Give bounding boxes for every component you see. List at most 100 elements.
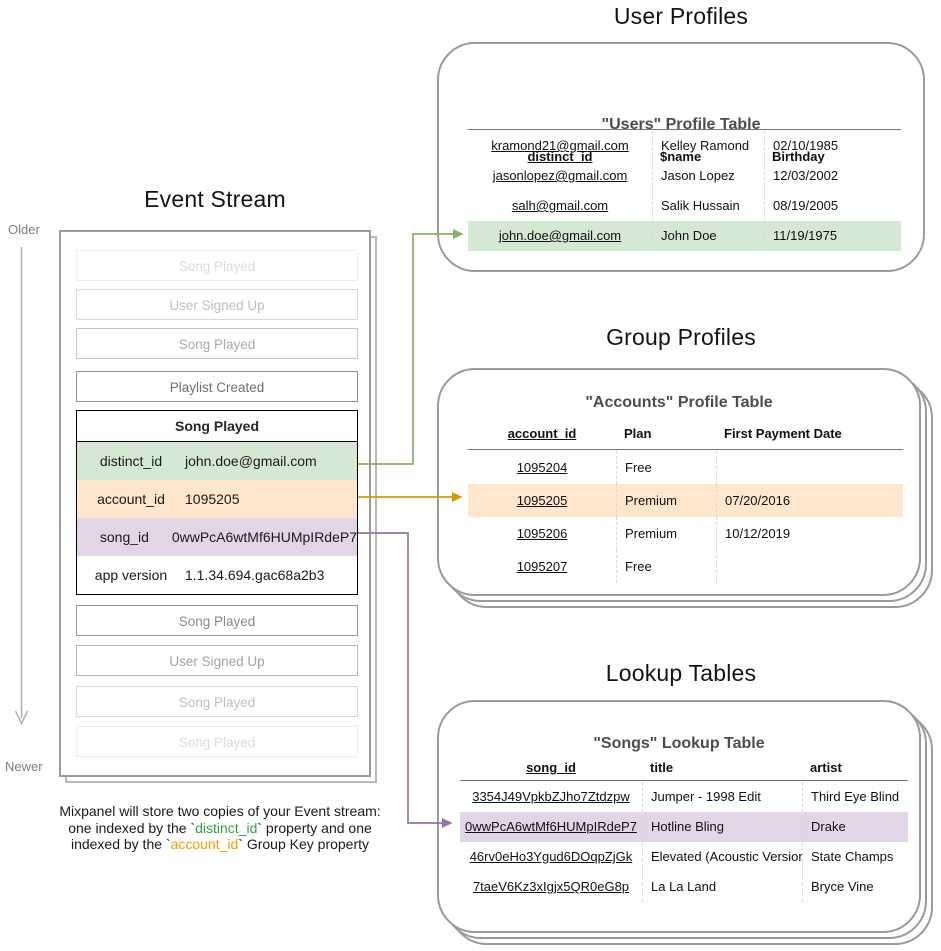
timeline-arrow [14, 247, 29, 726]
caption-line-3: indexed by the `account_id` Group Key pr… [70, 836, 370, 853]
cell-plan: Premium [616, 517, 716, 550]
event-property-row-account-id: account_id 1095205 [77, 480, 357, 518]
column-header: distinct_id [527, 149, 593, 164]
event-stream-title: Event Stream [144, 186, 286, 212]
cell-birthday: 12/03/2002 [764, 161, 901, 191]
property-value: 1.1.34.694.gac68a2b3 [185, 567, 325, 583]
property-key: song_id [99, 529, 149, 545]
cell-plan: Premium [616, 484, 716, 517]
cell-first-payment-date: 10/12/2019 [716, 517, 903, 550]
caption-line-1: Mixpanel will store two copies of your E… [59, 803, 381, 819]
column-header: account_id [507, 426, 577, 441]
cell-birthday: 08/19/2005 [764, 191, 901, 221]
cell-name: John Doe [652, 221, 764, 251]
cell-title: La La Land [642, 872, 802, 902]
property-key: account_id [97, 491, 165, 507]
cell-birthday: 02/10/1985 [764, 131, 901, 161]
songs-table-title: "Songs" Lookup Table [593, 735, 765, 752]
event-box: Song Played [76, 686, 358, 717]
accounts-table: account_id Plan First Payment Date 10952… [468, 370, 903, 598]
table-row: salh@gmail.com Salik Hussain 08/19/2005 [468, 191, 901, 221]
header-rule [460, 780, 908, 781]
cell-account-id: 1095205 [516, 493, 568, 508]
column-header: First Payment Date [724, 426, 842, 441]
cell-song-id: 46rv0eHo3Ygud6DOqpZjGk [469, 849, 633, 864]
header-rule [468, 129, 901, 130]
property-value: john.doe@gmail.com [185, 453, 317, 469]
older-label: Older [8, 222, 40, 237]
column-header: Birthday [772, 149, 825, 164]
table-row-highlighted: john.doe@gmail.com John Doe 11/19/1975 [468, 221, 901, 251]
focal-event-title: Song Played [77, 411, 357, 442]
table-row: 1095207 Free [468, 550, 903, 583]
cell-distinct-id: kramond21@gmail.com [491, 138, 629, 153]
header-rule [468, 449, 903, 450]
table-row: kramond21@gmail.com Kelley Ramond 02/10/… [468, 131, 901, 161]
cell-birthday: 11/19/1975 [764, 221, 901, 251]
cell-first-payment-date [716, 550, 903, 583]
cell-plan: Free [616, 451, 716, 484]
column-header: Plan [624, 426, 652, 441]
cell-name: Jason Lopez [652, 161, 764, 191]
event-property-row-distinct-id: distinct_id john.doe@gmail.com [77, 442, 357, 480]
event-box: Song Played [76, 605, 358, 636]
cell-title: Elevated (Acoustic Version) [642, 842, 802, 872]
table-row: 46rv0eHo3Ygud6DOqpZjGk Elevated (Acousti… [460, 842, 908, 872]
property-value: 1095205 [185, 491, 240, 507]
cell-title: Jumper - 1998 Edit [642, 782, 802, 812]
event-box: User Signed Up [76, 645, 358, 676]
cell-artist: State Champs [802, 842, 908, 872]
users-table-title: "Users" Profile Table [601, 116, 761, 133]
songs-table: song_id title artist 3354J49VpkbZJho7Ztd… [460, 702, 908, 935]
cell-distinct-id: john.doe@gmail.com [498, 228, 622, 243]
cell-name: Kelley Ramond [652, 131, 764, 161]
cell-song-id: 3354J49VpkbZJho7Ztdzpw [472, 789, 630, 804]
table-row: 3354J49VpkbZJho7Ztdzpw Jumper - 1998 Edi… [460, 782, 908, 812]
cell-first-payment-date [716, 451, 903, 484]
songs-lookup-card: "Songs" Lookup Table song_id title artis… [437, 700, 921, 933]
table-row: 1095204 Free [468, 451, 903, 484]
caption-line-2: one indexed by the `distinct_id` propert… [68, 819, 372, 836]
column-header: $name [660, 149, 702, 164]
column-header: artist [810, 760, 842, 775]
cell-song-id: 7taeV6Kz3xIgjx5QR0eG8p [472, 879, 630, 894]
column-header: title [650, 760, 674, 775]
caption-distinct-id: distinct_id [195, 819, 258, 836]
cell-name: Salik Hussain [652, 191, 764, 221]
lookup-tables-title: Lookup Tables [605, 660, 757, 686]
table-row-highlighted: 0wwPcA6wtMf6HUMpIRdeP7 Hotline Bling Dra… [460, 812, 908, 842]
users-profile-card: "Users" Profile Table distinct_id $name … [437, 42, 925, 272]
users-table-header-row: distinct_id $name Birthday [468, 146, 901, 168]
newer-label: Newer [5, 759, 43, 774]
table-row: 1095206 Premium 10/12/2019 [468, 517, 903, 550]
event-property-row-song-id: song_id 0wwPcA6wtMf6HUMpIRdeP7 [77, 518, 357, 556]
property-value: 0wwPcA6wtMf6HUMpIRdeP7 [171, 529, 357, 545]
event-box: Song Played [76, 726, 358, 757]
caption-account-id: account_id [170, 836, 239, 853]
event-stream-container: Song Played User Signed Up Song Played P… [59, 230, 371, 777]
cell-song-id: 0wwPcA6wtMf6HUMpIRdeP7 [465, 819, 637, 834]
cell-account-id: 1095207 [516, 559, 568, 574]
accounts-table-title: "Accounts" Profile Table [585, 394, 773, 411]
event-box: Playlist Created [76, 371, 358, 402]
user-profiles-title: User Profiles [613, 3, 749, 29]
songs-table-header-row: song_id title artist [460, 757, 908, 779]
cell-distinct-id: jasonlopez@gmail.com [492, 168, 628, 183]
table-row: 7taeV6Kz3xIgjx5QR0eG8p La La Land Bryce … [460, 872, 908, 902]
event-box: Song Played [76, 250, 358, 281]
cell-artist: Bryce Vine [802, 872, 908, 902]
focal-event-card: Song Played distinct_id john.doe@gmail.c… [76, 410, 358, 595]
cell-account-id: 1095206 [516, 526, 568, 541]
table-row-highlighted: 1095205 Premium 07/20/2016 [468, 484, 903, 517]
group-profiles-title: Group Profiles [606, 324, 756, 350]
property-key: distinct_id [99, 453, 163, 469]
property-key: app version [94, 567, 168, 583]
table-row: jasonlopez@gmail.com Jason Lopez 12/03/2… [468, 161, 901, 191]
cell-distinct-id: salh@gmail.com [511, 198, 609, 213]
cell-artist: Drake [802, 812, 908, 842]
cell-artist: Third Eye Blind [802, 782, 908, 812]
caption: Mixpanel will store two copies of your E… [28, 803, 412, 853]
cell-title: Hotline Bling [642, 812, 802, 842]
cell-first-payment-date: 07/20/2016 [716, 484, 903, 517]
